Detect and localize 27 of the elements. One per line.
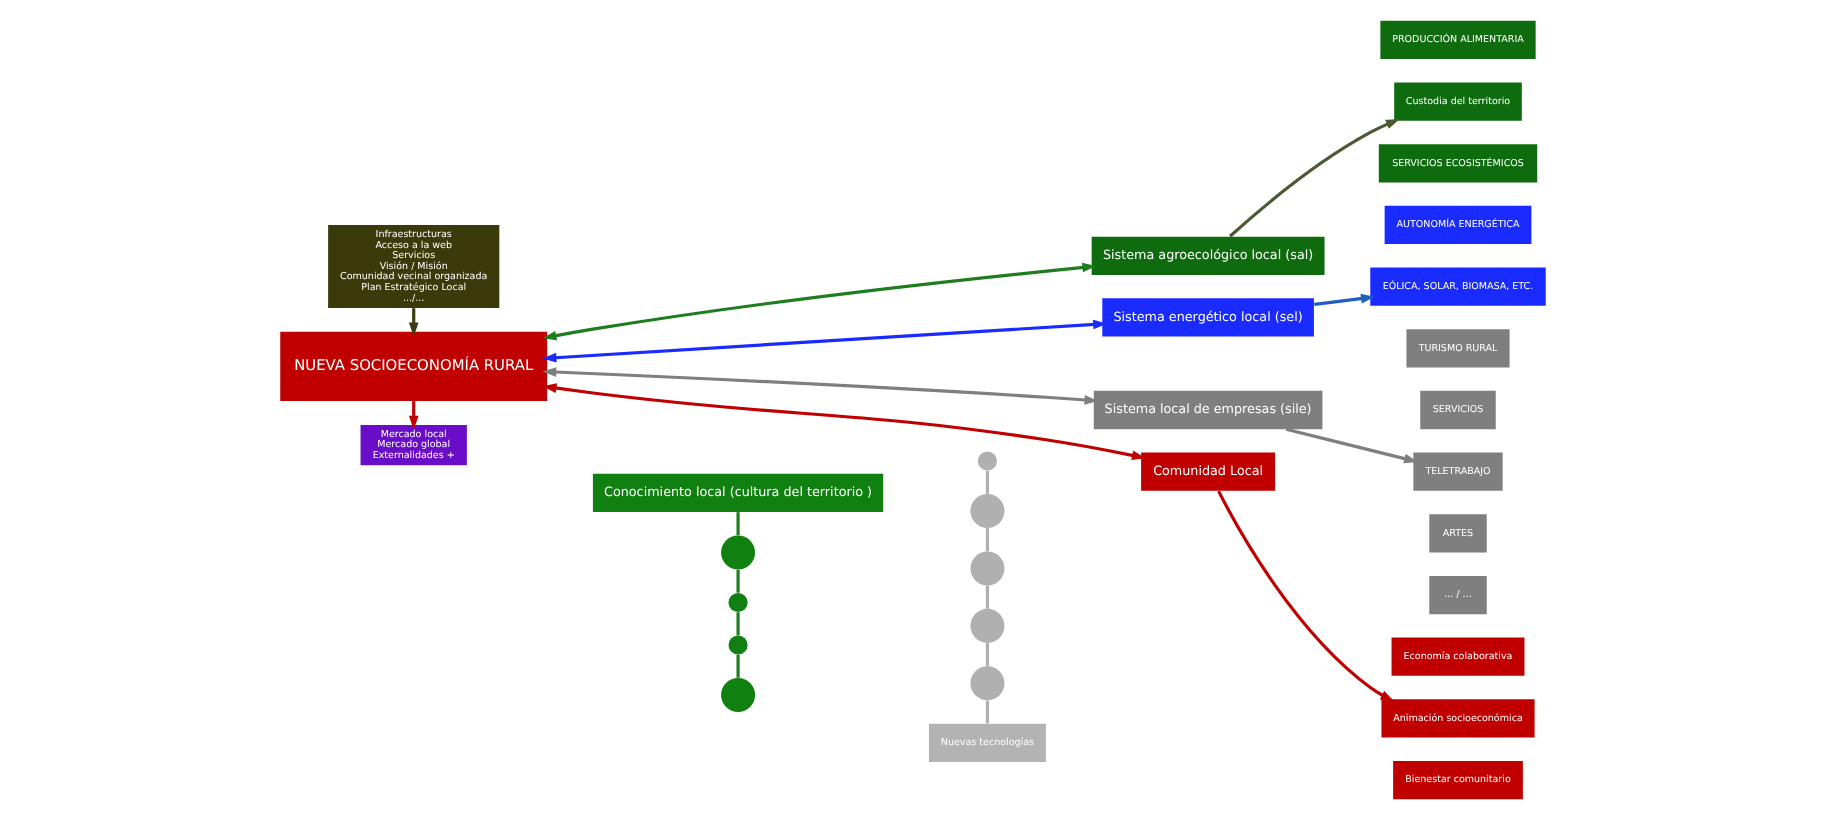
connector [984,585,989,609]
arrow [541,367,1098,405]
node-circle [969,494,1004,529]
node-circle [976,451,996,471]
arrow [541,262,1096,341]
arrow [407,308,418,337]
node-circle [727,592,747,613]
node-circle [720,535,755,570]
connector [735,612,739,636]
connector [984,642,989,667]
node-circle [969,666,1004,701]
arrow [1313,293,1374,306]
arrow [541,383,1145,461]
arrow [1284,427,1417,464]
node-circle [727,635,747,655]
connector [735,512,739,536]
connector [984,700,989,724]
arrow [541,319,1107,363]
connector [984,470,989,494]
arrow [1216,490,1394,702]
node-circle [969,551,1004,586]
connector [735,569,739,593]
arrow [1228,119,1399,238]
connector [735,654,739,678]
node-circle [720,678,755,712]
connector [984,528,989,552]
node-circle [969,608,1004,643]
